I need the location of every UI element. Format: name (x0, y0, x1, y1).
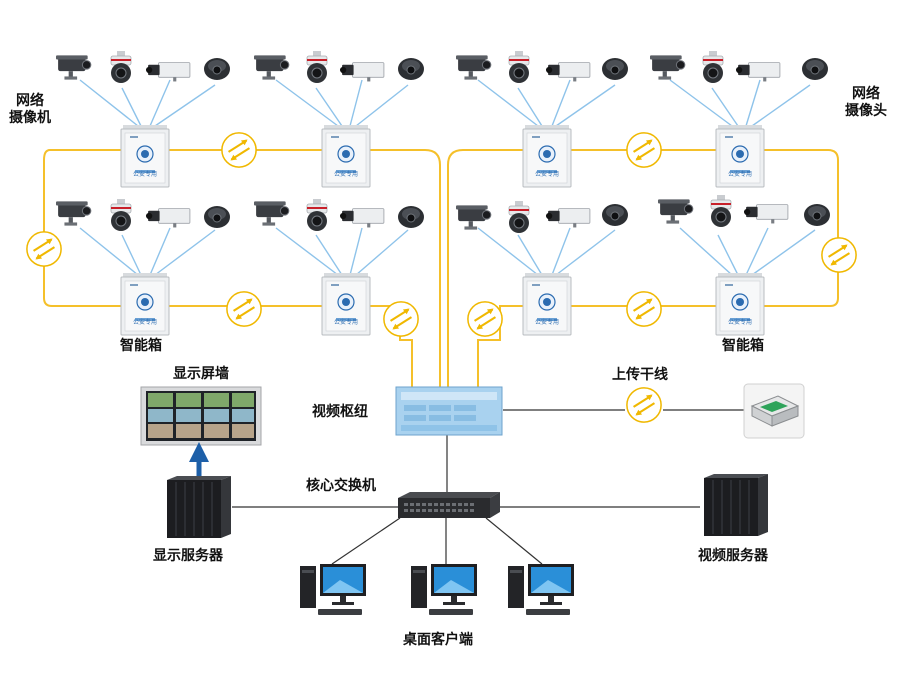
camera-group-top-mid-left (254, 50, 425, 84)
label-smart-box-left: 智能箱 (119, 337, 162, 354)
display-wall (140, 386, 262, 446)
bullet-camera-icon (456, 204, 492, 231)
bullet-camera-icon (254, 54, 290, 81)
label-network-camera-right-2: 摄像头 (845, 102, 887, 119)
bullet-camera-icon (56, 54, 92, 81)
camera-group-bottom-right (658, 194, 831, 228)
bullet-camera-icon (254, 200, 290, 227)
fiber-transceiver-icon (625, 386, 663, 424)
camera-group-top-left (56, 50, 231, 84)
label-network-camera-right-1: 网络 (852, 85, 880, 102)
box-sticker: 公安专用 (728, 318, 752, 326)
fiber-ring-right (447, 149, 839, 390)
smart-boxes (120, 124, 765, 336)
fiber-transceiver-icon (225, 290, 263, 328)
desktop-pc-icon (300, 564, 366, 615)
video-hub (395, 386, 503, 436)
speed-dome-camera-icon (702, 50, 724, 84)
box-sticker: 公安专用 (535, 318, 559, 326)
dome-camera-icon (397, 57, 425, 81)
desktop-pc-icon (508, 564, 574, 615)
box-camera-icon (146, 208, 191, 228)
speed-dome-camera-icon (710, 194, 732, 228)
dome-camera-icon (397, 205, 425, 229)
dome-camera-icon (203, 57, 231, 81)
box-camera-icon (546, 62, 591, 82)
labels: 网络 摄像机 网络 摄像头 智能箱 智能箱 显示屏墙 视频枢纽 上传干线 核心交… (9, 85, 887, 648)
label-smart-box-right: 智能箱 (721, 337, 764, 354)
dome-camera-icon (601, 203, 629, 227)
speed-dome-camera-icon (306, 50, 328, 84)
label-display-wall: 显示屏墙 (173, 365, 229, 382)
router-icon (743, 383, 805, 439)
label-core-switch: 核心交换机 (306, 477, 376, 494)
label-video-hub: 视频枢纽 (312, 403, 368, 420)
box-sticker: 公安专用 (334, 170, 358, 178)
fiber-transceiver-icon (820, 236, 858, 274)
box-camera-icon (146, 62, 191, 82)
label-display-server: 显示服务器 (153, 547, 224, 564)
box-sticker: 公安专用 (334, 318, 358, 326)
label-video-server: 视频服务器 (698, 547, 769, 564)
label-desktop-clients: 桌面客户端 (403, 631, 473, 648)
fiber-transceiver-icon (382, 300, 420, 338)
label-network-camera-left-1: 网络 (16, 92, 44, 109)
dome-camera-icon (801, 57, 829, 81)
desktop-pc-icon (411, 564, 477, 615)
fiber-transceiver-icon (25, 230, 63, 268)
camera-group-top-mid-right (456, 50, 629, 84)
box-sticker: 公安专用 (728, 170, 752, 178)
camera-group-bottom-mid-left (254, 198, 425, 232)
box-sticker: 公安专用 (535, 170, 559, 178)
core-switch (398, 492, 500, 518)
speed-dome-camera-icon (508, 50, 530, 84)
fiber-transceiver-icon (220, 131, 258, 169)
dome-camera-icon (601, 57, 629, 81)
box-camera-icon (744, 204, 789, 224)
bullet-camera-icon (56, 200, 92, 227)
box-camera-icon (546, 208, 591, 228)
fiber-transceiver-icon (625, 131, 663, 169)
box-sticker: 公安专用 (133, 170, 157, 178)
bullet-camera-icon (456, 54, 492, 81)
dome-camera-icon (803, 203, 831, 227)
fiber-ring-left (43, 149, 441, 390)
camera-group-bottom-left (56, 198, 231, 232)
fiber-transceiver-icon (625, 290, 663, 328)
dome-camera-icon (203, 205, 231, 229)
fiber-transceiver-icon (466, 300, 504, 338)
bullet-camera-icon (658, 198, 694, 225)
box-camera-icon (340, 208, 385, 228)
speed-dome-camera-icon (110, 198, 132, 232)
video-server-icon (703, 474, 769, 537)
camera-links (79, 79, 816, 276)
speed-dome-camera-icon (306, 198, 328, 232)
speed-dome-camera-icon (508, 200, 530, 234)
backbone-wiring (232, 409, 745, 565)
fiber-drop-left (346, 305, 413, 390)
label-network-camera-left-2: 摄像机 (9, 109, 51, 126)
bullet-camera-icon (650, 54, 686, 81)
box-sticker: 公安专用 (133, 318, 157, 326)
speed-dome-camera-icon (110, 50, 132, 84)
camera-group-bottom-mid-right (456, 200, 629, 234)
label-uplink: 上传干线 (612, 366, 668, 383)
box-stickers: 公安专用 公安专用 公安专用 公安专用 公安专用 公安专用 公安专用 公安专用 (133, 170, 752, 326)
box-camera-icon (340, 62, 385, 82)
camera-group-top-right (650, 50, 829, 84)
display-server-icon (166, 476, 232, 539)
box-camera-icon (736, 62, 781, 82)
